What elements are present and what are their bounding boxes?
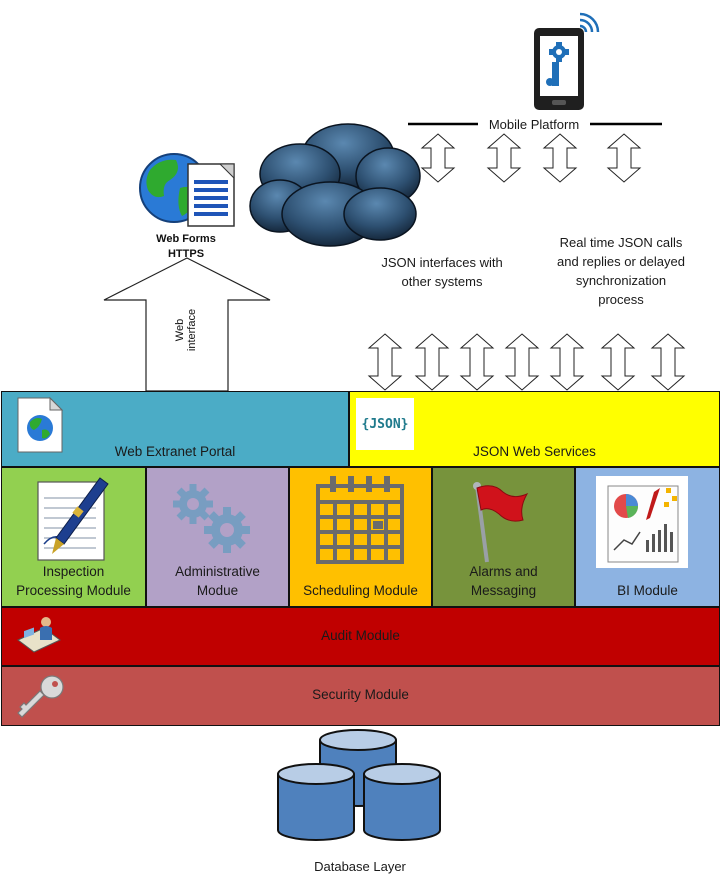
scheduling-line2: Scheduling Module: [303, 583, 418, 598]
json-logo-text: {JSON}: [361, 416, 409, 432]
database-cylinder-icon: [363, 763, 441, 841]
administrative-line1: Administrative: [175, 564, 260, 579]
bi-module-label: BI Module: [576, 581, 719, 600]
scheduling-module-label: Scheduling Module: [290, 581, 431, 600]
pen-document-icon: [37, 477, 109, 561]
json-web-services-label: JSON Web Services: [473, 444, 596, 459]
administrative-line2: Modue: [196, 583, 239, 598]
web-extranet-portal: Web Extranet Portal: [1, 391, 349, 467]
globe-document-icon: [139, 153, 235, 227]
bi-line2: BI Module: [617, 583, 678, 598]
realtime-line1: Real time JSON calls: [559, 235, 683, 250]
report-chart-icon: [596, 476, 688, 568]
calendar-icon: [316, 476, 404, 564]
alarms-messaging-module: Alarms and Messaging: [432, 467, 575, 607]
json-interfaces-line2: other systems: [401, 274, 483, 289]
security-module-label: Security Module: [312, 687, 409, 702]
alarms-module-label: Alarms and Messaging: [433, 562, 574, 600]
json-web-services: {JSON} JSON Web Services: [349, 391, 720, 467]
realtime-sync-label: Real time JSON calls and replies or dela…: [536, 233, 706, 309]
inspection-line1: Inspection: [42, 564, 105, 579]
scheduling-module: Scheduling Module: [289, 467, 432, 607]
json-logo: {JSON}: [356, 398, 414, 450]
web-page-icon: [17, 396, 64, 453]
database-cylinder-icon: [277, 763, 355, 841]
database-cylinders-icon: [277, 729, 441, 841]
alarms-line2: Messaging: [470, 583, 537, 598]
web-forms-line1: Web Forms: [156, 233, 216, 245]
web-forms-label: Web Forms HTTPS: [136, 232, 236, 262]
web-extranet-portal-label: Web Extranet Portal: [114, 444, 236, 459]
database-layer-label: Database Layer: [314, 859, 406, 874]
cloud-icon: [249, 123, 421, 247]
realtime-line2: and replies or delayed: [557, 254, 685, 269]
inspection-line2: Processing Module: [16, 583, 131, 598]
bi-module: BI Module: [575, 467, 720, 607]
administrative-module: Administrative Modue: [146, 467, 289, 607]
json-interfaces-label: JSON interfaces with other systems: [364, 253, 520, 291]
audit-module-label: Audit Module: [321, 628, 400, 643]
alarms-line1: Alarms and: [469, 564, 538, 579]
realtime-line3: synchronization: [575, 273, 667, 288]
mobile-platform-label: Mobile Platform: [488, 117, 580, 132]
audit-module: Audit Module: [1, 607, 720, 666]
flag-icon: [473, 482, 529, 563]
web-forms-line2: HTTPS: [167, 248, 205, 260]
json-interfaces-line1: JSON interfaces with: [381, 255, 503, 270]
security-module: Security Module: [1, 666, 720, 726]
administrative-module-label: Administrative Modue: [147, 562, 288, 600]
mobile-phone-icon: [534, 12, 600, 110]
inspection-module-label: Inspection Processing Module: [2, 562, 145, 600]
key-icon: [17, 675, 64, 718]
audit-person-icon: [17, 617, 61, 653]
inspection-processing-module: Inspection Processing Module: [1, 467, 146, 607]
realtime-line4: process: [598, 292, 644, 307]
gears-icon: [173, 484, 250, 553]
